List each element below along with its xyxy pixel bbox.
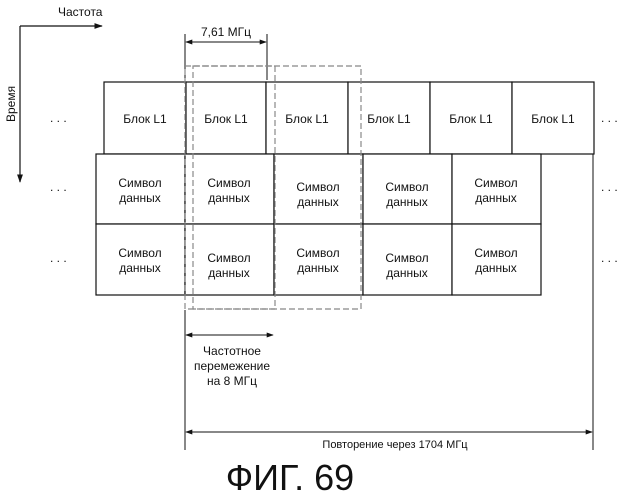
data-symbol-label: данных [208, 266, 250, 280]
data-symbol-label: данных [475, 191, 517, 205]
l1-block-label: Блок L1 [367, 112, 411, 126]
ellipsis-right: . . . [601, 180, 618, 194]
bandwidth-label: 7,61 МГц [201, 25, 251, 39]
data-symbol-label: данных [119, 261, 161, 275]
data-symbol-label: Символ [296, 180, 339, 194]
figure-caption: ФИГ. 69 [226, 457, 354, 498]
data-symbol-label: Символ [385, 251, 428, 265]
data-symbol-row-2: Символ данных Символ данных Символ данны… [96, 224, 541, 295]
data-symbol-row-1: Символ данных Символ данных Символ данны… [96, 154, 541, 224]
ellipsis-right: . . . [601, 111, 618, 125]
ellipsis-left: . . . [50, 111, 67, 125]
l1-block-label: Блок L1 [204, 112, 248, 126]
data-symbol-label: Символ [474, 246, 517, 260]
l1-block-label: Блок L1 [449, 112, 493, 126]
axes: Частота Время [4, 5, 103, 182]
repeat-label: Повторение через 1704 МГц [322, 439, 468, 451]
ellipsis-left: . . . [50, 180, 67, 194]
interleave-label: на 8 МГц [207, 374, 257, 388]
data-symbol-label: Символ [207, 251, 250, 265]
ellipsis-right: . . . [601, 251, 618, 265]
l1-block-label: Блок L1 [123, 112, 167, 126]
frequency-axis-label: Частота [58, 5, 103, 19]
bandwidth-dimension: 7,61 МГц [185, 25, 267, 80]
data-symbol-label: Символ [118, 246, 161, 260]
l1-block-label: Блок L1 [285, 112, 329, 126]
ellipsis-left: . . . [50, 251, 67, 265]
interleave-label: перемежение [194, 359, 270, 373]
l1-block-label: Блок L1 [531, 112, 575, 126]
data-symbol-label: Символ [207, 176, 250, 190]
data-symbol-label: данных [386, 266, 428, 280]
interleave-label: Частотное [203, 344, 261, 358]
data-symbol-label: данных [475, 261, 517, 275]
data-symbol-label: Символ [385, 180, 428, 194]
time-axis-label: Время [4, 86, 18, 122]
data-symbol-label: данных [297, 195, 339, 209]
data-symbol-label: данных [208, 191, 250, 205]
l1-block-row: Блок L1 Блок L1 Блок L1 Блок L1 Блок L1 … [104, 82, 594, 154]
data-symbol-label: данных [297, 261, 339, 275]
data-symbol-label: данных [119, 191, 161, 205]
data-symbol-label: Символ [296, 246, 339, 260]
data-symbol-label: Символ [474, 176, 517, 190]
data-symbol-label: Символ [118, 176, 161, 190]
interleave-dimension: Частотное перемежение на 8 МГц [186, 335, 273, 388]
data-symbol-label: данных [386, 195, 428, 209]
